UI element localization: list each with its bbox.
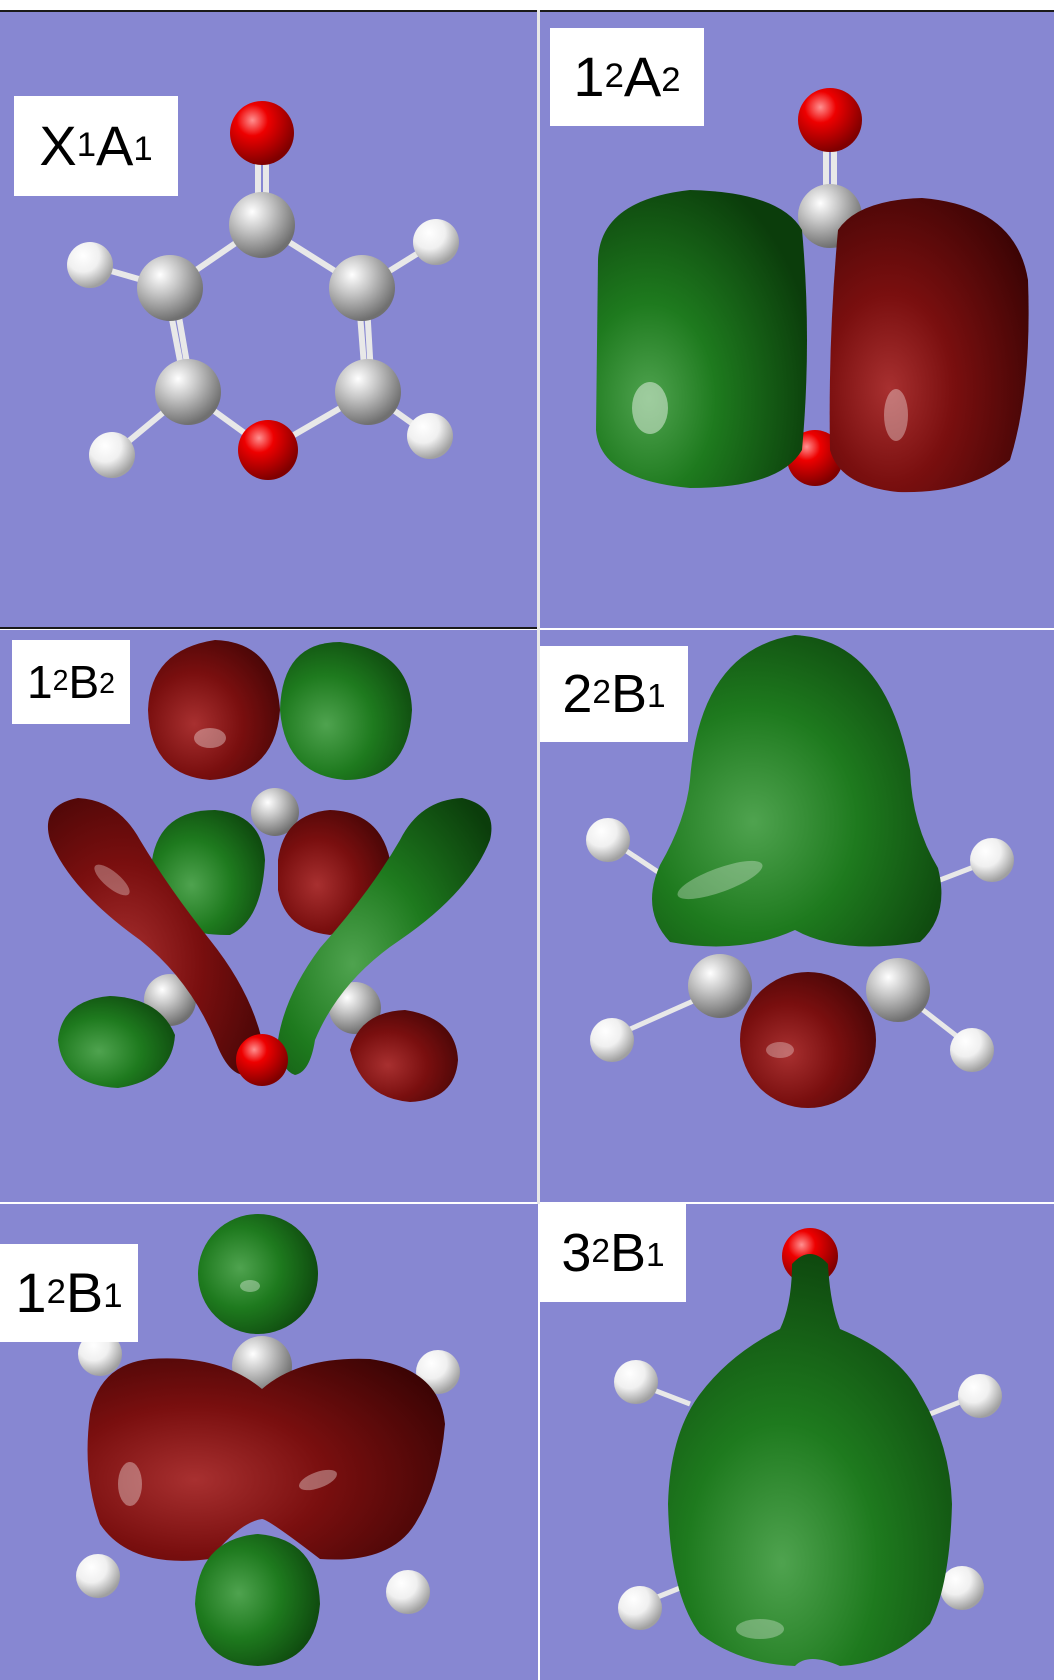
carbon-atom	[251, 788, 299, 836]
hydrogen-atom	[590, 1018, 634, 1062]
divider-middle	[0, 627, 538, 629]
positive-lobe	[596, 190, 807, 488]
divider-vertical	[537, 10, 540, 1204]
oxygen-atom	[236, 1034, 288, 1086]
hydrogen-atom	[970, 838, 1014, 882]
orbital-diagram	[596, 88, 1029, 493]
positive-lobe	[58, 996, 175, 1088]
positive-lobe	[280, 642, 412, 780]
hydrogen-atom	[78, 1332, 122, 1376]
carbon-atom	[137, 255, 203, 321]
divider-top	[0, 10, 1054, 12]
orbital-diagram	[614, 1228, 1002, 1666]
negative-lobe	[87, 1358, 446, 1561]
molecule-diagram	[67, 101, 459, 480]
hydrogen-atom	[940, 1566, 984, 1610]
orbital-diagram	[47, 640, 492, 1102]
positive-lobe	[195, 1534, 320, 1666]
positive-lobe	[198, 1214, 318, 1334]
hydrogen-atom	[614, 1360, 658, 1404]
oxygen-atom	[798, 88, 862, 152]
orbital-diagram	[586, 635, 1014, 1108]
carbon-atom	[329, 255, 395, 321]
hydrogen-atom	[67, 242, 113, 288]
hydrogen-atom	[89, 432, 135, 478]
oxygen-atom	[230, 101, 294, 165]
positive-lobe	[652, 635, 942, 947]
hydrogen-atom	[407, 413, 453, 459]
carbon-atom	[688, 954, 752, 1018]
negative-lobe	[740, 972, 876, 1108]
negative-lobe	[47, 798, 262, 1075]
carbon-atom	[229, 192, 295, 258]
oxygen-atom	[238, 420, 298, 480]
hydrogen-atom	[76, 1554, 120, 1598]
carbon-atom	[335, 359, 401, 425]
negative-lobe	[829, 198, 1029, 493]
carbon-atom	[329, 982, 381, 1034]
hydrogen-atom	[386, 1570, 430, 1614]
positive-lobe	[278, 798, 492, 1075]
hydrogen-atom	[950, 1028, 994, 1072]
carbon-atom	[155, 359, 221, 425]
negative-lobe	[148, 640, 280, 780]
hydrogen-atom	[618, 1586, 662, 1630]
hydrogen-atom	[958, 1374, 1002, 1418]
orbital-diagram	[76, 1214, 460, 1666]
negative-lobe	[350, 1010, 458, 1102]
positive-lobe	[668, 1254, 952, 1666]
carbon-atom	[866, 958, 930, 1022]
hydrogen-atom	[586, 818, 630, 862]
hydrogen-atom	[416, 1350, 460, 1394]
hydrogen-atom	[413, 219, 459, 265]
